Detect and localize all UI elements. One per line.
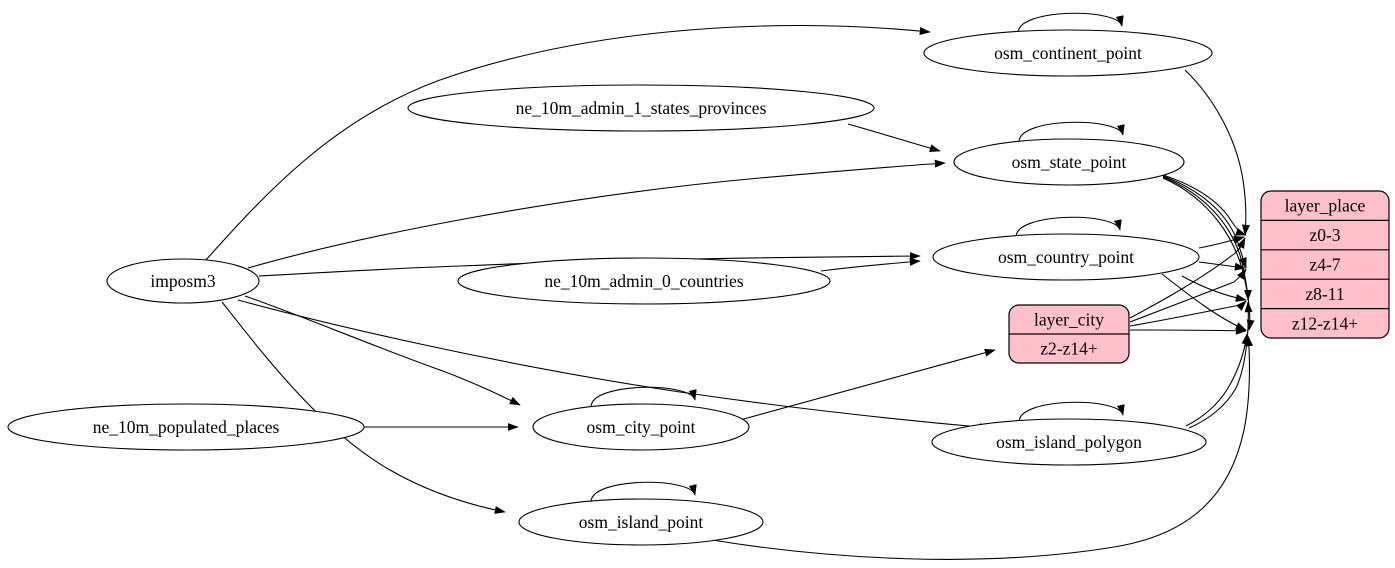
- node-shape-osm_continent_point: [923, 29, 1213, 77]
- record-row-layer_place_z12[interactable]: z12-z14+: [1292, 313, 1358, 333]
- edge-osm_continent_point-self-loop: [1017, 12, 1124, 34]
- node-label-ne_10m_admin_1_states_provinces: ne_10m_admin_1_states_provinces: [516, 98, 767, 118]
- edge-ne_10m_admin_0_countries-to-osm_country_point: [820, 257, 921, 272]
- edge-osm_country_point-to-layer_place_z8_11: [1181, 275, 1247, 302]
- node-label-ne_10m_populated_places: ne_10m_populated_places: [93, 417, 280, 437]
- edge-osm_country_point-self-loop: [1015, 216, 1122, 238]
- edge-osm_state_point-self-loop: [1018, 121, 1125, 143]
- node-osm_city_point[interactable]: osm_city_point: [532, 403, 750, 451]
- node-ne_10m_admin_1_states_provinces[interactable]: ne_10m_admin_1_states_provinces: [407, 84, 875, 132]
- node-shape-ne_10m_admin_0_countries: [457, 257, 831, 305]
- record-row-layer_place_header[interactable]: layer_place: [1285, 196, 1366, 216]
- node-ne_10m_populated_places[interactable]: ne_10m_populated_places: [7, 403, 365, 451]
- edge-osm_island_polygon-self-loop: [1018, 401, 1125, 423]
- nodes-layer: imposm3 ne_10m_populated_places ne_10m_adm…: [7, 29, 1213, 546]
- node-label-osm_continent_point: osm_continent_point: [994, 43, 1142, 63]
- node-osm_island_polygon[interactable]: osm_island_polygon: [931, 418, 1207, 466]
- edge-ne_10m_admin_1_states_provinces-to-osm_state_point: [847, 123, 941, 153]
- node-label-osm_state_point: osm_state_point: [1012, 152, 1127, 172]
- edge-imposm3-to-osm_city_point: [244, 295, 521, 406]
- record-row-layer_city_z2[interactable]: z2-z14+: [1040, 339, 1098, 359]
- edges-layer: [204, 12, 1255, 560]
- edge-layer_city-to-layer_place_z4_7: [1129, 268, 1247, 323]
- record-box-layer_place: [1260, 190, 1390, 339]
- node-shape-osm_island_polygon: [931, 418, 1207, 466]
- node-osm_state_point[interactable]: osm_state_point: [953, 138, 1185, 186]
- edge-layer_city-to-layer_place_z8_11: [1129, 300, 1247, 327]
- edge-osm_continent_point-to-layer_place_z0_3: [1184, 69, 1250, 236]
- node-shape-osm_state_point: [953, 138, 1185, 186]
- node-label-osm_city_point: osm_city_point: [587, 417, 696, 437]
- edge-imposm3-to-osm_state_point: [247, 159, 946, 269]
- record-layer_place[interactable]: layer_place z0-3 z4-7 z8-11 z12-z14+: [1260, 190, 1390, 339]
- node-ne_10m_admin_0_countries[interactable]: ne_10m_admin_0_countries: [457, 257, 831, 305]
- node-label-osm_country_point: osm_country_point: [998, 247, 1134, 267]
- edge-osm_state_point-to-layer_place_z0_3: [1162, 174, 1247, 236]
- records-layer: layer_city z2-z14+ layer_place z0-3 z4-7 z8-1…: [1008, 190, 1390, 364]
- edge-imposm3-to-osm_island_polygon: [237, 299, 991, 432]
- edge-osm_island_point-to-layer_place_z12: [705, 335, 1254, 560]
- node-label-osm_island_polygon: osm_island_polygon: [996, 432, 1142, 452]
- edge-osm_island_polygon-to-layer_place_z8_11: [1188, 301, 1253, 429]
- edge-osm_country_point-to-layer_place_z4_7: [1198, 261, 1246, 271]
- record-row-layer_place_z0_3[interactable]: z0-3: [1309, 225, 1340, 245]
- node-shape-osm_city_point: [532, 403, 750, 451]
- record-row-layer_city_header[interactable]: layer_city: [1034, 310, 1104, 330]
- edge-osm_city_point-self-loop: [590, 386, 697, 408]
- edge-imposm3-to-osm_country_point: [258, 252, 921, 277]
- node-imposm3[interactable]: imposm3: [106, 258, 260, 304]
- node-label-ne_10m_admin_0_countries: ne_10m_admin_0_countries: [544, 271, 743, 291]
- edge-osm_city_point-to-layer_city_z2: [739, 348, 996, 421]
- node-label-osm_island_point: osm_island_point: [579, 512, 704, 532]
- edge-imposm3-to-osm_island_point: [221, 301, 506, 514]
- edge-layer_city-to-layer_place_z0_3: [1129, 237, 1246, 319]
- edge-osm_island_point-self-loop: [590, 481, 697, 503]
- node-label-imposm3: imposm3: [150, 271, 215, 291]
- node-shape-osm_country_point: [932, 233, 1200, 281]
- node-shape-ne_10m_populated_places: [7, 403, 365, 451]
- node-osm_island_point[interactable]: osm_island_point: [518, 498, 764, 546]
- node-osm_country_point[interactable]: osm_country_point: [932, 233, 1200, 281]
- node-shape-imposm3: [106, 258, 260, 304]
- record-layer_city[interactable]: layer_city z2-z14+: [1008, 304, 1130, 364]
- edge-layer_city-to-layer_place_z12: [1129, 326, 1247, 335]
- record-row-layer_place_z4_7[interactable]: z4-7: [1309, 255, 1340, 275]
- node-shape-ne_10m_admin_1_states_provinces: [407, 84, 875, 132]
- node-osm_continent_point[interactable]: osm_continent_point: [923, 29, 1213, 77]
- edge-imposm3-to-osm_continent_point: [204, 25, 931, 262]
- node-shape-osm_island_point: [518, 498, 764, 546]
- edge-osm_island_polygon-to-layer_place_z12: [1185, 333, 1250, 427]
- edge-osm_country_point-to-layer_place_z12: [1161, 273, 1247, 331]
- record-row-layer_place_z8_11[interactable]: z8-11: [1305, 284, 1344, 304]
